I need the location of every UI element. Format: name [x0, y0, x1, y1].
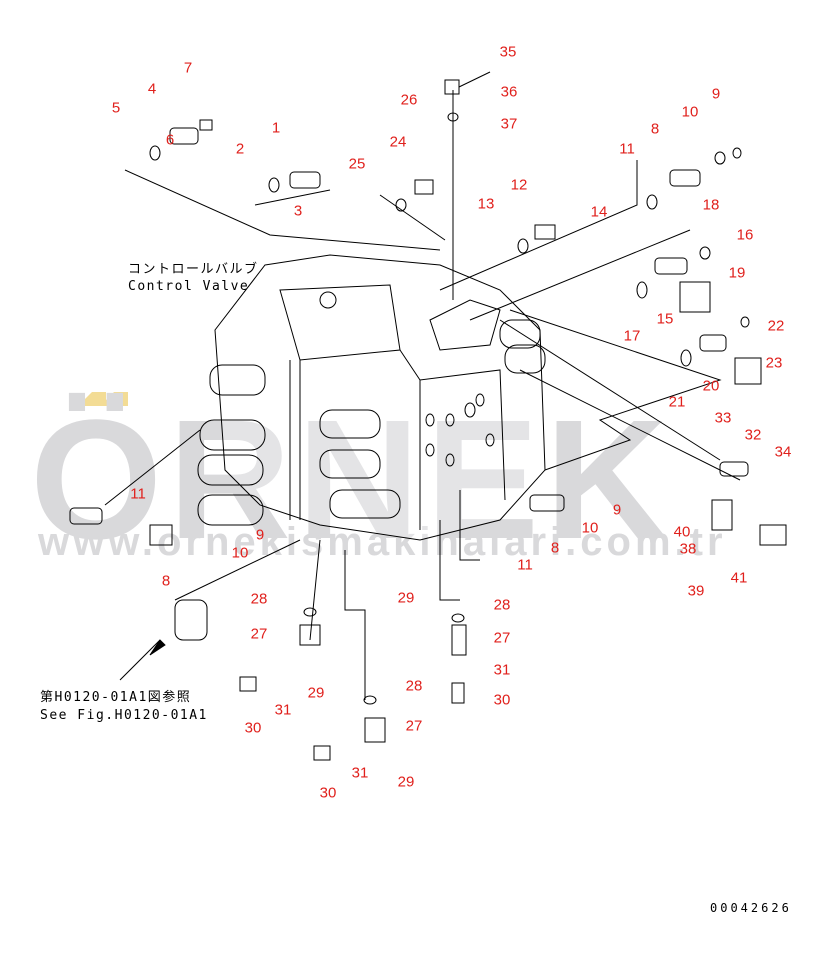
- callout: 27: [493, 629, 511, 647]
- callout: 37: [500, 115, 518, 133]
- fittings: [69, 71, 787, 761]
- callout: 20: [702, 377, 720, 395]
- callout: 10: [581, 519, 599, 537]
- drawing-number: 00042626: [710, 901, 792, 915]
- callout: 28: [405, 677, 423, 695]
- callout: 31: [351, 764, 369, 782]
- callout: 8: [650, 120, 660, 138]
- callout: 7: [183, 59, 193, 77]
- watermark-accent: [100, 392, 128, 406]
- callout: 15: [656, 310, 674, 328]
- callout: 4: [147, 80, 157, 98]
- callout: 12: [510, 176, 528, 194]
- callout: 36: [500, 83, 518, 101]
- callout: 39: [687, 582, 705, 600]
- callout: 24: [389, 133, 407, 151]
- callout: 34: [774, 443, 792, 461]
- callout: 29: [397, 589, 415, 607]
- see-fig-label-en: See Fig.H0120-01A1: [40, 708, 208, 723]
- callout: 30: [319, 784, 337, 802]
- see-fig-label-jp: 第H0120-01A1図参照: [40, 690, 192, 705]
- spool-group-left: [197, 319, 546, 526]
- callout: 25: [348, 155, 366, 173]
- callout: 5: [111, 99, 121, 117]
- callout: 9: [711, 85, 721, 103]
- callout: 21: [668, 393, 686, 411]
- callout: 30: [244, 719, 262, 737]
- callout: 2: [235, 140, 245, 158]
- callout: 22: [767, 317, 785, 335]
- callout: 33: [714, 409, 732, 427]
- callout: 11: [517, 556, 533, 574]
- callout: 28: [250, 590, 268, 608]
- callout: 41: [730, 569, 748, 587]
- callout: 9: [255, 526, 265, 544]
- callout: 29: [397, 773, 415, 791]
- callout: 28: [493, 596, 511, 614]
- callout: 19: [728, 264, 746, 282]
- callout: 30: [493, 691, 511, 709]
- control-valve-label-en: Control Valve: [128, 279, 250, 294]
- callout: 11: [130, 485, 146, 503]
- callout: 18: [702, 196, 720, 214]
- callout: 3: [293, 202, 303, 220]
- callout: 26: [400, 91, 418, 109]
- callout: 17: [623, 327, 641, 345]
- callout: 31: [274, 701, 292, 719]
- callout: 8: [550, 539, 560, 557]
- callout: 27: [405, 717, 423, 735]
- callout: 14: [590, 203, 608, 221]
- callout: 11: [619, 140, 635, 158]
- callout: 6: [165, 131, 175, 149]
- callout: 10: [231, 544, 249, 562]
- callout: 8: [161, 572, 171, 590]
- callout: 32: [744, 426, 762, 444]
- callout: 9: [612, 501, 622, 519]
- callout: 13: [477, 195, 495, 213]
- callout: 38: [679, 540, 697, 558]
- callout: 16: [736, 226, 754, 244]
- callout: 1: [271, 119, 281, 137]
- watermark-url: www.ornekismakinalari.com.tr: [38, 520, 727, 564]
- callout: 29: [307, 684, 325, 702]
- callout: 27: [250, 625, 268, 643]
- callout: 40: [673, 523, 691, 541]
- callout: 10: [681, 103, 699, 121]
- control-valve-label-jp: コントロールバルブ: [128, 262, 259, 277]
- callout: 35: [499, 43, 517, 61]
- callout: 23: [765, 354, 783, 372]
- callout: 31: [493, 661, 511, 679]
